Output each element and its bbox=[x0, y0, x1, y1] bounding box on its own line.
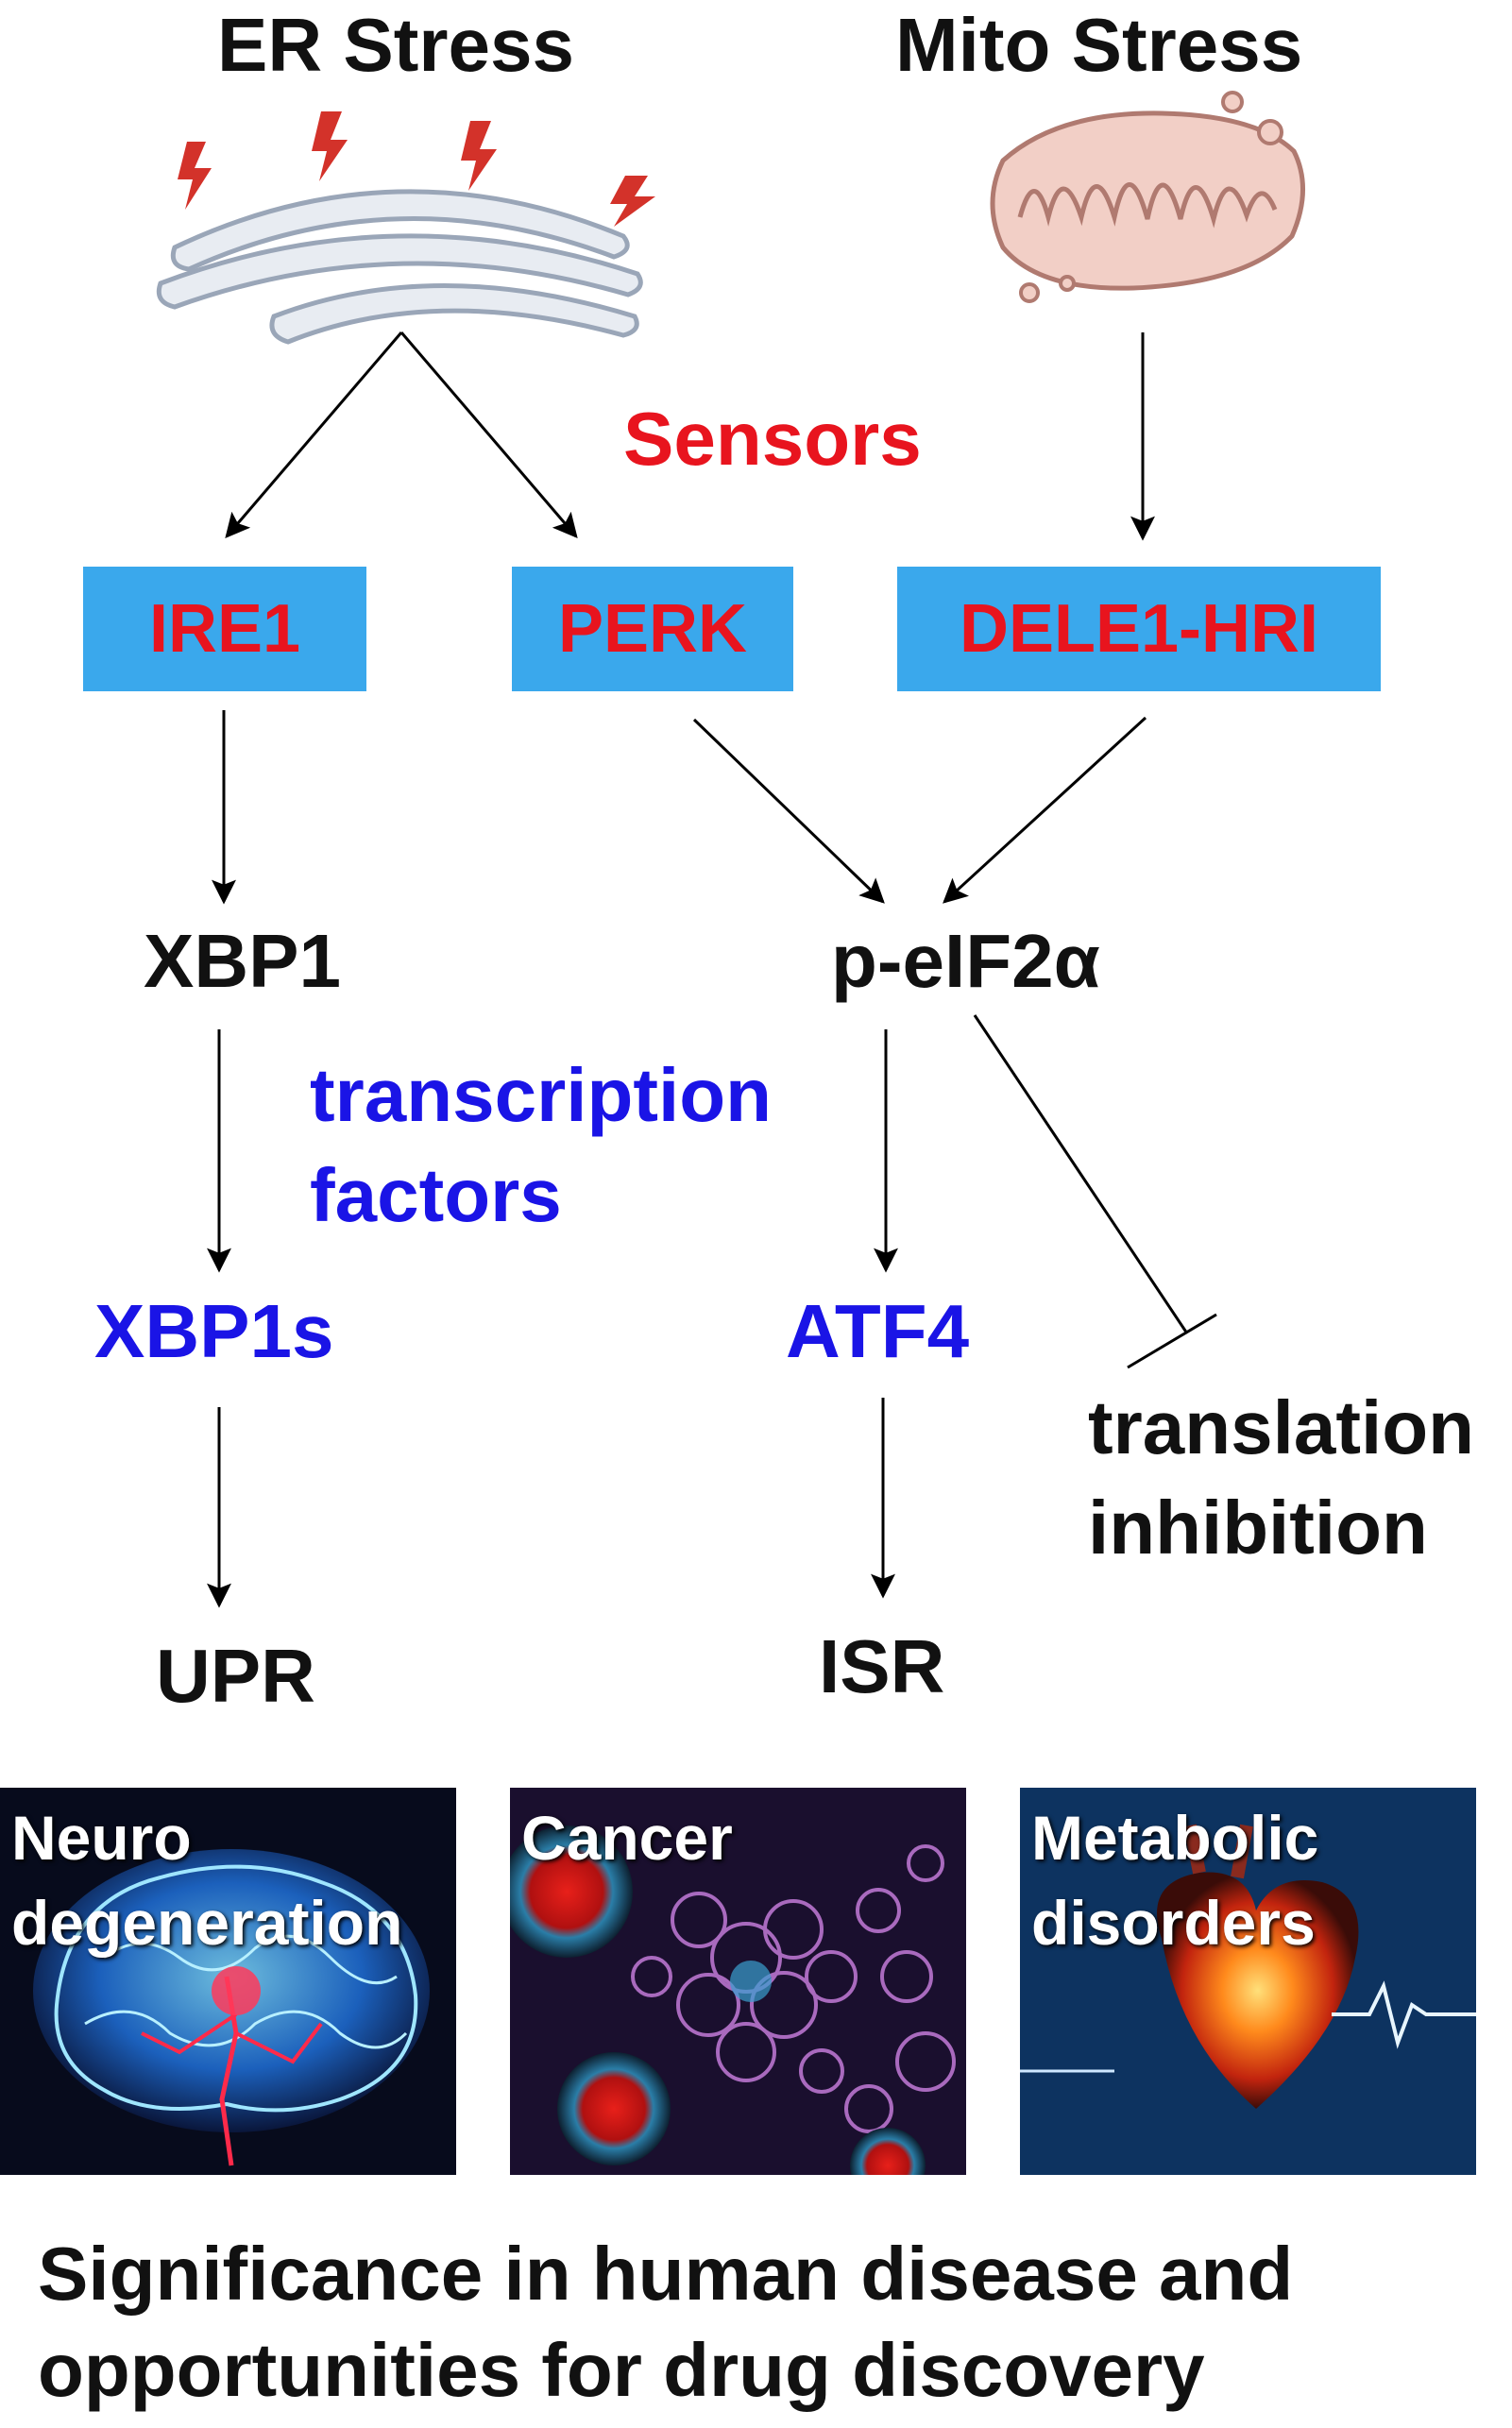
sensor-perk-label: PERK bbox=[557, 591, 748, 667]
neurodegeneration-panel: Neuro degeneration bbox=[0, 1788, 456, 2175]
sensor-ire1-label: IRE1 bbox=[148, 591, 301, 667]
arrow-dele1-to-peif2a bbox=[943, 716, 1147, 904]
transcription-factors-line2: factors bbox=[310, 1153, 562, 1237]
heart-image bbox=[1020, 1788, 1476, 2175]
arrow-perk-to-peif2a bbox=[692, 718, 885, 904]
sensors-label: Sensors bbox=[623, 397, 922, 481]
translation-inhibition-line2: inhibition bbox=[1088, 1486, 1428, 1570]
mitochondrion-icon bbox=[990, 91, 1305, 303]
translation-inhibition-line1: translation bbox=[1088, 1385, 1474, 1469]
atf4-label: ATF4 bbox=[786, 1289, 970, 1373]
metabolic-panel: Metabolic disorders bbox=[1020, 1788, 1476, 2175]
sensor-ire1-box: IRE1 bbox=[83, 567, 366, 691]
brain-image bbox=[33, 1849, 430, 2166]
mito-stress-label: Mito Stress bbox=[895, 3, 1303, 87]
cancer-cells-image bbox=[510, 1825, 956, 2175]
neuro-label-line1: Neuro bbox=[11, 1803, 192, 1873]
isr-label: ISR bbox=[819, 1624, 945, 1708]
inhibition-bar bbox=[1127, 1313, 1217, 1369]
footer-line2: opportunities for drug discovery bbox=[38, 2328, 1205, 2412]
transcription-factors-line1: transcription bbox=[310, 1053, 772, 1137]
cancer-label: Cancer bbox=[521, 1803, 733, 1873]
metabolic-label-line1: Metabolic bbox=[1031, 1803, 1319, 1873]
xbp1-label: XBP1 bbox=[144, 919, 341, 1003]
metabolic-label-line2: disorders bbox=[1031, 1888, 1316, 1958]
sensor-dele1-hri-label: DELE1-HRI bbox=[959, 591, 1319, 667]
er-stress-label: ER Stress bbox=[217, 3, 574, 87]
arrow-er-to-perk bbox=[399, 331, 578, 538]
lightning-bolt-icon bbox=[178, 111, 655, 227]
peif2a-label: p-eIF2α bbox=[831, 919, 1100, 1003]
upr-label: UPR bbox=[156, 1634, 315, 1718]
xbp1s-label: XBP1s bbox=[94, 1289, 334, 1373]
sensor-perk-box: PERK bbox=[512, 567, 793, 691]
cancer-panel: Cancer bbox=[510, 1788, 966, 2175]
arrow-er-to-ire1 bbox=[225, 331, 403, 538]
er-organelle-icon bbox=[156, 189, 643, 345]
sensor-dele1-hri-box: DELE1-HRI bbox=[897, 567, 1381, 691]
inhibition-line bbox=[973, 1014, 1189, 1334]
neuro-label-line2: degeneration bbox=[11, 1888, 403, 1958]
footer-line1: Significance in human disease and bbox=[38, 2232, 1294, 2316]
